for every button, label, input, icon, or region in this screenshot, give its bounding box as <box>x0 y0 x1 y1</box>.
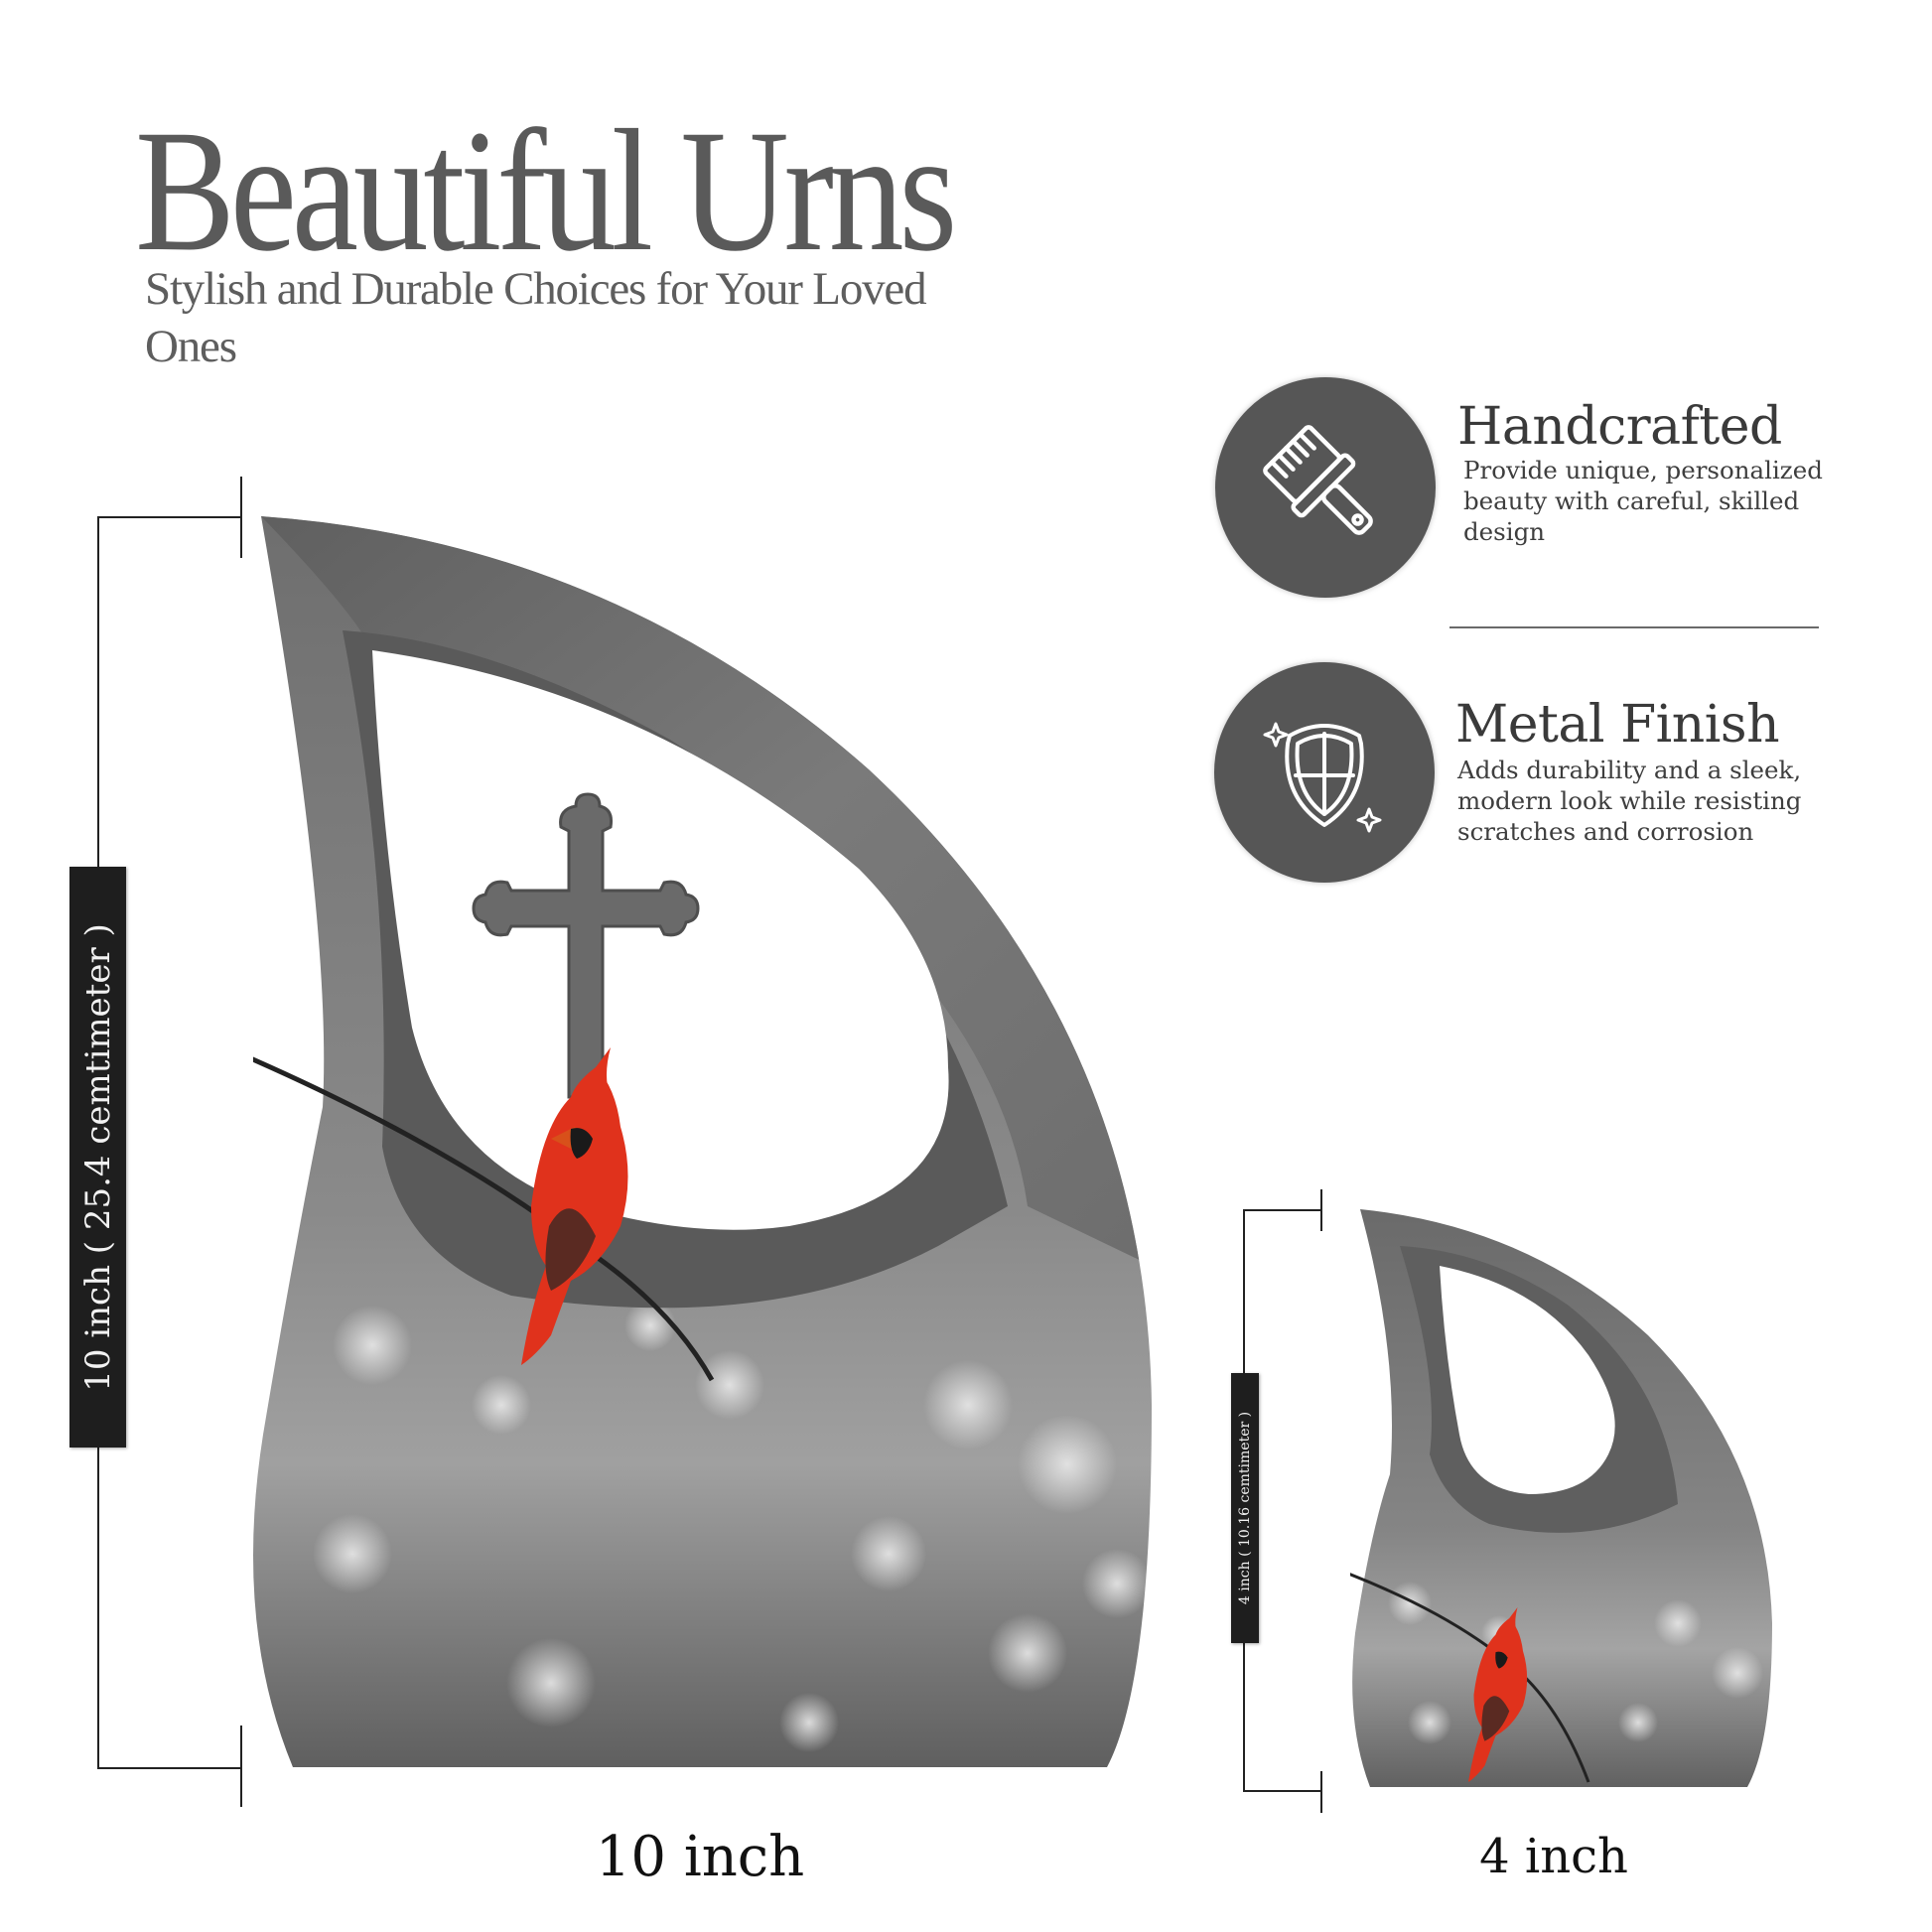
large-width-label: 10 inch <box>595 1825 805 1889</box>
small-dim-bottom-cap <box>1320 1771 1322 1813</box>
teardrop-window <box>372 650 949 1230</box>
large-urn-image <box>253 511 1157 1782</box>
feature-divider <box>1449 626 1819 628</box>
small-dim-bottom-tick <box>1243 1790 1320 1792</box>
feature-desc-handcrafted: Provide unique, personalized beauty with… <box>1463 456 1823 546</box>
small-teardrop-window <box>1440 1266 1615 1494</box>
feature-title-handcrafted: Handcrafted <box>1457 397 1782 457</box>
large-height-label: 10 inch ( 25.4 cemtimeter ) <box>69 867 126 1448</box>
large-dim-top-cap <box>240 477 242 558</box>
metal-finish-icon-badge <box>1214 662 1435 883</box>
page-subtitle: Stylish and Durable Choices for Your Lov… <box>145 263 927 372</box>
handcrafted-icon-badge <box>1215 377 1436 598</box>
large-dim-bottom-cap <box>240 1725 242 1807</box>
cross-motif <box>472 792 700 1099</box>
shield-sparkle-icon <box>1263 722 1382 833</box>
large-dim-top-tick <box>97 516 240 518</box>
small-urn-image <box>1350 1206 1777 1797</box>
page-title: Beautiful Urns <box>135 94 957 288</box>
feature-desc-metal-finish: Adds durability and a sleek, modern look… <box>1457 756 1802 846</box>
feature-title-metal-finish: Metal Finish <box>1455 695 1780 755</box>
paint-brush-icon <box>1263 425 1373 535</box>
small-height-label: 4 inch ( 10.16 cemtimeter ) <box>1231 1373 1259 1643</box>
cardinal-bird <box>521 1047 628 1365</box>
bokeh-background <box>313 1300 1152 1752</box>
large-dim-bottom-tick <box>97 1767 240 1769</box>
small-dim-top-cap <box>1320 1189 1322 1231</box>
small-width-label: 4 inch <box>1479 1829 1628 1884</box>
small-dim-top-tick <box>1243 1209 1320 1211</box>
small-cardinal-bird <box>1468 1607 1528 1782</box>
